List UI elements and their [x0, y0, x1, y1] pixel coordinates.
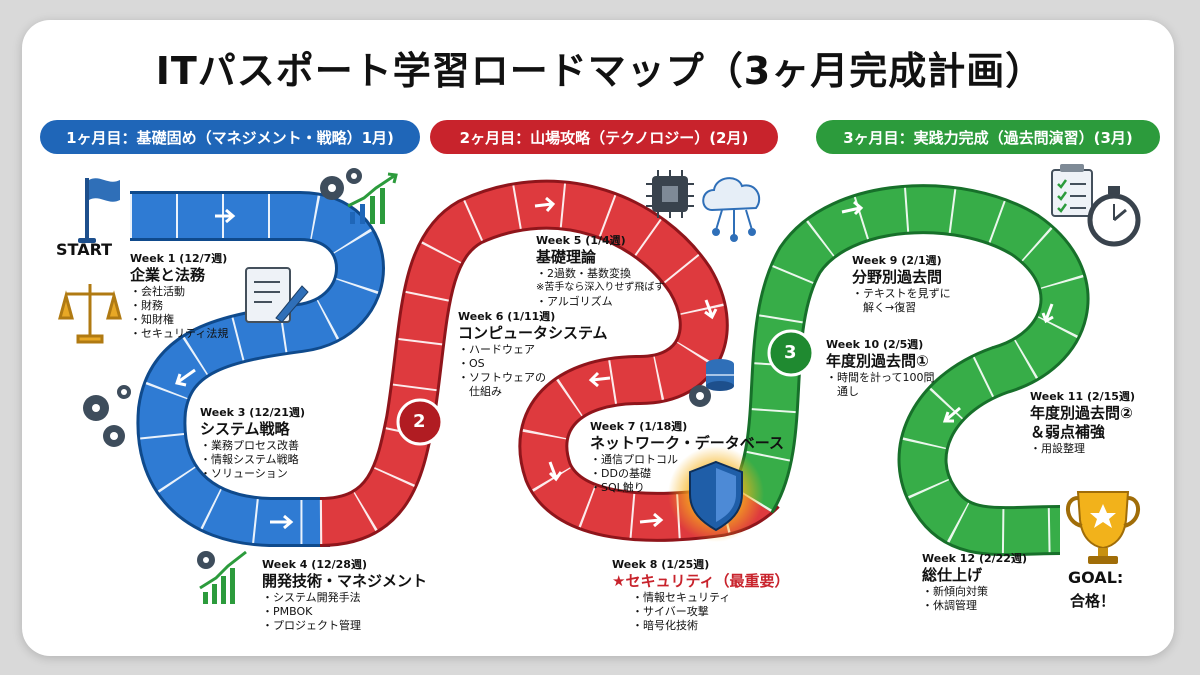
week-item: ・財務 — [130, 299, 163, 312]
week-item: ・情報セキュリティ — [632, 591, 731, 604]
milestone-3-label: 3 — [784, 342, 797, 363]
week-item: ・休調管理 — [922, 599, 977, 612]
road-month-2 — [318, 179, 780, 547]
week-item: ・PMBOK — [262, 605, 313, 618]
document-pen-icon — [245, 267, 309, 323]
milestone-2-label: 2 — [413, 411, 426, 432]
goal-label: GOAL: — [1068, 568, 1124, 587]
flag-icon — [78, 178, 120, 243]
week-item: ・知財権 — [130, 313, 174, 326]
week-10-block: Week 10 (2/5週) 年度別過去問① ・時間を計って100問 通し — [826, 338, 934, 399]
week-item: 仕組み — [458, 385, 502, 398]
week-header: Week 9 (2/1週) — [852, 254, 942, 267]
week-title: 年度別過去問② — [1030, 404, 1133, 422]
road-month-1 — [130, 191, 385, 547]
week-5-block: Week 5 (1/4週) 基礎理論 ・2過数・基数変換 ※苦手なら深入りせず飛… — [536, 234, 664, 309]
goal-subtitle: 合格！ — [1070, 592, 1116, 610]
week-header: Week 8 (1/25週) — [612, 558, 710, 571]
week-item: ・テキストを見ずに — [852, 287, 951, 300]
week-1-block: Week 1 (12/7週) 企業と法務 ・会社活動 ・財務 ・知財権 ・セキュ… — [130, 252, 228, 341]
week-header: Week 7 (1/18週) — [590, 420, 688, 433]
week-title: 総仕上げ — [922, 566, 983, 584]
week-header: Week 5 (1/4週) — [536, 234, 626, 247]
week-item: ・プロジェクト管理 — [262, 619, 361, 632]
cpu-chip-icon — [646, 170, 694, 218]
stopwatch-icon — [1087, 186, 1141, 247]
road-month-3 — [730, 184, 1090, 557]
week-item: ・通信プロトコル — [590, 453, 678, 466]
week-header: Week 10 (2/5週) — [826, 338, 924, 351]
scales-icon — [58, 284, 122, 344]
phase-banner-month-1: 1ヶ月目：基礎固め（マネジメント・戦略）1月) — [40, 120, 420, 154]
week-header: Week 4 (12/28週) — [262, 558, 367, 571]
week-11-block: Week 11 (2/15週) 年度別過去問② ＆弱点補強 ・用設整理 — [1030, 390, 1135, 456]
week-title: 企業と法務 — [130, 266, 206, 284]
shield-icon — [668, 446, 764, 542]
milestone-3 — [767, 329, 815, 377]
week-header: Week 12 (2/22週) — [922, 552, 1027, 565]
checklist-icon — [1051, 164, 1093, 217]
week-header: Week 11 (2/15週) — [1030, 390, 1135, 403]
week-item: ・セキュリティ法規 — [130, 327, 229, 340]
week-7-block: Week 7 (1/18週) ネットワーク・データベース ・通信プロトコル ・D… — [590, 420, 784, 495]
week-item: ・情報システム戦略 — [200, 453, 299, 466]
week-item: ・ソフトウェアの — [458, 371, 546, 384]
week-header: Week 1 (12/7週) — [130, 252, 228, 265]
week-title: ★セキュリティ（最重要） — [612, 572, 790, 590]
phase-banner-month-2: 2ヶ月目：山場攻略（テクノロジー）(2月) — [430, 120, 778, 154]
week-3-block: Week 3 (12/21週) システム戦略 ・業務プロセス改善 ・情報システム… — [200, 406, 305, 481]
week-title-line-2: ＆弱点補強 — [1030, 423, 1106, 441]
week-note: ※苦手なら深入りせず飛ばす — [536, 282, 665, 293]
database-gear-icon — [689, 359, 734, 407]
page-title: ITパスポート学習ロードマップ（3ヶ月完成計画） — [155, 49, 1045, 93]
week-header: Week 3 (12/21週) — [200, 406, 305, 419]
cloud-network-icon — [702, 177, 761, 242]
week-item: ・会社活動 — [130, 285, 185, 298]
week-item: ・システム開発手法 — [262, 591, 361, 604]
week-item: ・DDの基礎 — [590, 467, 651, 480]
growth-chart-icon — [347, 172, 398, 224]
week-item: ・アルゴリズム — [536, 295, 613, 308]
week-title: 年度別過去問① — [826, 352, 929, 370]
week-title: 基礎理論 — [536, 248, 597, 266]
trophy-icon — [1066, 491, 1140, 564]
week-item: ・用設整理 — [1030, 442, 1085, 455]
growth-chart-icon — [197, 550, 247, 604]
week-12-block: Week 12 (2/22週) 総仕上げ ・新傾向対策 ・休調管理 — [922, 552, 1027, 613]
week-4-block: Week 4 (12/28週) 開発技術・マネジメント ・システム開発手法 ・P… — [262, 558, 427, 633]
week-title: 開発技術・マネジメント — [262, 572, 428, 590]
phase-banner-month-3: 3ヶ月目：実践力完成（過去問演習）(3月) — [816, 120, 1160, 154]
week-item: ・SQL触り — [590, 481, 645, 494]
gears-icon — [83, 385, 131, 447]
week-title: システム戦略 — [200, 420, 290, 438]
week-item: ・ハードウェア — [458, 343, 535, 356]
week-header: Week 6 (1/11週) — [458, 310, 556, 323]
week-8-block: Week 8 (1/25週) ★セキュリティ（最重要） ・情報セキュリティ ・サ… — [612, 558, 790, 633]
week-item: ・OS — [458, 357, 485, 370]
week-item: 解く→復習 — [852, 301, 917, 314]
week-6-block: Week 6 (1/11週) コンピュータシステム ・ハードウェア ・OS ・ソ… — [458, 310, 608, 399]
direction-arrow-icon — [175, 196, 1054, 530]
week-item: ・新傾向対策 — [922, 585, 988, 598]
week-title: コンピュータシステム — [458, 324, 608, 342]
week-item: ・業務プロセス改善 — [200, 439, 299, 452]
start-label: START — [56, 240, 113, 259]
milestone-2 — [396, 398, 444, 446]
gears-icon — [320, 168, 362, 200]
week-item: 通し — [826, 385, 859, 398]
week-item: ・ソリューション — [200, 467, 288, 480]
week-title: ネットワーク・データベース — [590, 434, 784, 452]
week-title: 分野別過去問 — [852, 268, 943, 286]
week-item: ・2過数・基数変換 — [536, 267, 631, 280]
week-9-block: Week 9 (2/1週) 分野別過去問 ・テキストを見ずに 解く→復習 — [852, 254, 951, 315]
week-item: ・サイバー攻撃 — [632, 605, 709, 618]
week-item: ・時間を計って100問 — [826, 371, 935, 384]
week-item: ・暗号化技術 — [632, 619, 698, 632]
